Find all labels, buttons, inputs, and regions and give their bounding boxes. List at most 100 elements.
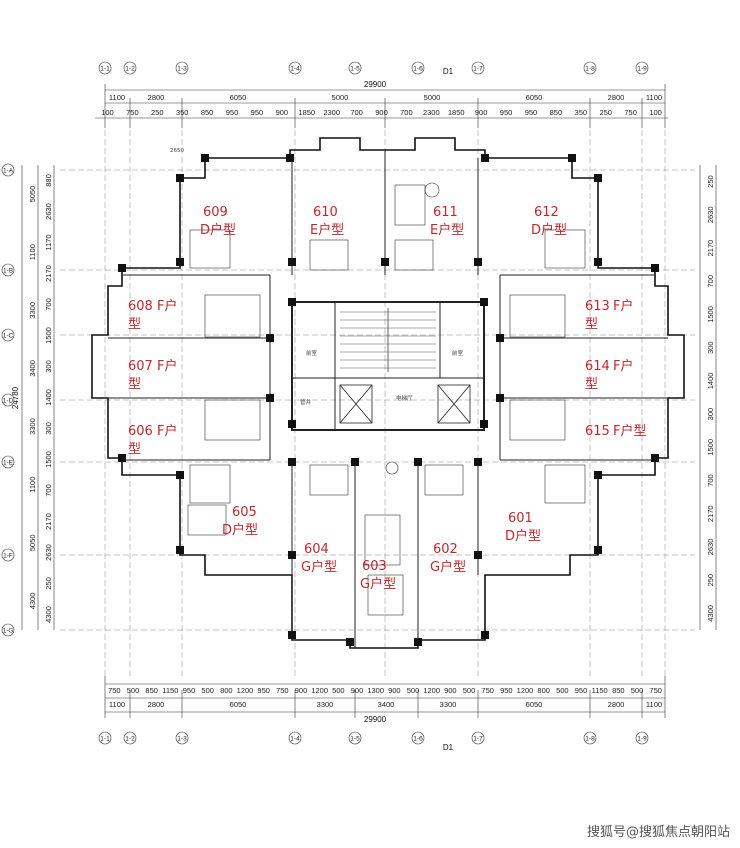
dim-text: 900 (351, 686, 364, 695)
dim-text: 2630 (706, 206, 715, 223)
unit-609-no: 609 (203, 205, 228, 220)
column (568, 154, 576, 162)
dim-text: 1500 (44, 327, 53, 344)
dim-text: 900 (444, 686, 457, 695)
dim-text: 700 (400, 108, 413, 117)
dim-text: 700 (44, 298, 53, 311)
unit-603-no: 603 (362, 559, 387, 574)
unit-606-no: 606 (128, 424, 153, 439)
unit-606-type2: 型 (128, 442, 141, 457)
column (481, 631, 489, 639)
column (594, 546, 602, 554)
dim-text: 3300 (440, 700, 457, 709)
dim-text: 850 (201, 108, 214, 117)
axis-bubble (1, 163, 15, 177)
column (651, 454, 659, 462)
dim-text: 300 (44, 422, 53, 435)
dim-text: 2800 (608, 93, 625, 102)
dim-text: 1100 (109, 93, 125, 102)
total-depth: 24780 (11, 386, 20, 409)
axis-bubble (98, 731, 112, 745)
dim-text: 500 (201, 686, 214, 695)
axis-label: 1-8 (585, 735, 595, 742)
dim-text: 6050 (526, 93, 543, 102)
unit-605-type: D户型 (222, 522, 258, 538)
column (288, 298, 296, 306)
axis-label: 1-E (3, 459, 14, 466)
column (414, 638, 422, 646)
top-note: 2650 (170, 148, 184, 154)
axis-label: 1-A (3, 167, 14, 174)
dim-text: 2170 (706, 505, 715, 522)
dim-text: 2630 (44, 544, 53, 561)
dim-text: 800 (537, 686, 550, 695)
unit-608-no: 608 (128, 299, 153, 314)
dim-text: 1850 (298, 108, 315, 117)
unit-613-no: 613 (585, 299, 610, 314)
dim-text: 1200 (423, 686, 440, 695)
unit-601-no: 601 (508, 511, 533, 526)
axis-label: 1-7 (473, 735, 483, 742)
axis-bubble (471, 61, 485, 75)
axis-label: 1-F (3, 552, 13, 559)
column (414, 458, 422, 466)
axis-bubble (411, 731, 425, 745)
top-dims-row1: 1100 2800 6050 5000 5000 6050 2800 1100 (109, 93, 662, 102)
dim-text: 1500 (706, 306, 715, 323)
dim-text: 800 (220, 686, 233, 695)
dim-text: 500 (631, 686, 644, 695)
axis-bubble (1, 623, 15, 637)
right-dims: 2502630217070015003001400300150070021702… (706, 175, 715, 621)
dim-text: 700 (706, 275, 715, 288)
dim-text: 1200 (311, 686, 328, 695)
dim-text: 900 (295, 686, 308, 695)
dim-text: 880 (44, 174, 53, 187)
axis-bubble (175, 731, 189, 745)
dim-text: 1150 (162, 686, 178, 695)
dim-text: 900 (375, 108, 388, 117)
dim-text: 5050 (28, 534, 37, 551)
dim-text: 900 (388, 686, 401, 695)
dim-text: 4300 (44, 606, 53, 623)
dim-text: 100 (649, 108, 662, 117)
axis-bubble (98, 61, 112, 75)
column (118, 454, 126, 462)
dim-text: 250 (599, 108, 612, 117)
column (286, 154, 294, 162)
axis-label: 1-4 (290, 735, 300, 742)
dim-text: 2300 (323, 108, 340, 117)
dim-text: 700 (350, 108, 363, 117)
column (346, 638, 354, 646)
axis-label: 1-2 (125, 65, 135, 72)
total-width-bottom: 29900 (364, 715, 387, 724)
unit-615-no: 615 (585, 424, 610, 439)
column (176, 174, 184, 182)
dim-text: 950 (183, 686, 196, 695)
column (651, 264, 659, 272)
top-dimension-chains (95, 84, 668, 128)
column (481, 154, 489, 162)
column (201, 154, 209, 162)
dim-text: 950 (226, 108, 239, 117)
column (351, 458, 359, 466)
dim-text: 850 (550, 108, 563, 117)
axis-label: 1-3 (177, 65, 187, 72)
dim-text: 350 (176, 108, 189, 117)
axis-label: 1-1 (100, 65, 110, 72)
unit-602-type: G户型 (430, 559, 466, 575)
column (288, 420, 296, 428)
unit-601-type: D户型 (505, 528, 541, 544)
dim-text: 2800 (148, 700, 165, 709)
dim-text: 750 (624, 108, 637, 117)
side-dimension-chains (21, 165, 717, 630)
section-mark-top: D1 (443, 67, 454, 76)
unit-608-type2: 型 (128, 317, 141, 332)
dim-text: 3400 (378, 700, 395, 709)
axis-bubble (348, 731, 362, 745)
unit-614-type: F户 (613, 358, 633, 374)
axis-bubble (1, 548, 15, 562)
dim-text: 750 (126, 108, 139, 117)
unit-610-type: E户型 (310, 222, 344, 238)
